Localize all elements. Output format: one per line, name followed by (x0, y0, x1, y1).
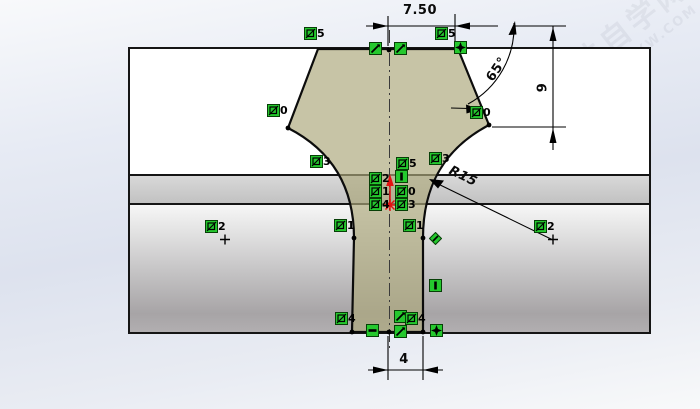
relation-dia-marker[interactable]: 4 (405, 312, 426, 325)
dimension-bottom-width-graphics[interactable] (368, 336, 443, 380)
relation-star-marker[interactable] (454, 41, 467, 54)
sketch-points[interactable] (285, 47, 492, 335)
relation-marker-label: 3 (408, 198, 416, 211)
relation-marker-label: 5 (409, 157, 417, 170)
relation-dia-marker[interactable]: 2 (369, 172, 390, 185)
relation-marker-label: 5 (448, 27, 456, 40)
relation-vbar-marker[interactable] (395, 170, 408, 183)
sketch-origin[interactable] (384, 174, 396, 211)
relation-dia-marker[interactable]: 0 (395, 185, 416, 198)
relation-dia-marker[interactable]: 1 (334, 219, 355, 232)
relation-marker-label: 3 (442, 152, 450, 165)
relation-pencil-marker[interactable] (369, 42, 382, 55)
relation-dia-marker[interactable]: 5 (435, 27, 456, 40)
relation-star-marker[interactable] (430, 324, 443, 337)
relation-hbar-marker[interactable] (366, 324, 379, 337)
relation-marker-label: 2 (547, 220, 555, 233)
relation-marker-label: 4 (418, 312, 426, 325)
relation-dia-marker[interactable]: 0 (267, 104, 288, 117)
relation-dia-marker[interactable]: 4 (369, 198, 390, 211)
dimension-top-width[interactable]: 7.50 (402, 3, 438, 18)
relation-marker-label: 5 (317, 27, 325, 40)
arc-center-points[interactable] (220, 234, 558, 245)
relation-marker-label: 1 (382, 185, 390, 198)
relation-dia-marker[interactable]: 1 (403, 219, 424, 232)
relation-dia-marker[interactable]: 3 (310, 155, 331, 168)
relation-dia-marker[interactable]: 3 (395, 198, 416, 211)
dimension-top-width-graphics[interactable] (366, 14, 498, 46)
relation-marker-label: 0 (408, 185, 416, 198)
relation-dia-marker[interactable]: 1 (369, 185, 390, 198)
relation-marker-label: 2 (218, 220, 226, 233)
dimension-bottom-width[interactable]: 4 (399, 352, 409, 367)
dimension-right-height-graphics[interactable] (492, 25, 566, 150)
dimension-right-height[interactable]: 9 (535, 82, 551, 93)
sketch-profile[interactable] (286, 47, 491, 334)
relation-pencil-marker[interactable] (394, 325, 407, 338)
relation-dia-marker[interactable]: 2 (205, 220, 226, 233)
relation-marker-label: 3 (323, 155, 331, 168)
relation-dia-marker[interactable]: 0 (470, 106, 491, 119)
relation-marker-label: 1 (347, 219, 355, 232)
relation-dia-marker[interactable]: 5 (304, 27, 325, 40)
relation-dia-marker[interactable]: 4 (335, 312, 356, 325)
relation-marker-label: 1 (416, 219, 424, 232)
relation-dia-marker[interactable]: 5 (396, 157, 417, 170)
dimension-radius-graphics[interactable] (429, 179, 554, 241)
relation-vbar-marker[interactable] (429, 279, 442, 292)
relation-marker-label: 4 (382, 198, 390, 211)
relation-dia-marker[interactable]: 3 (429, 152, 450, 165)
relation-pencil-marker[interactable] (394, 42, 407, 55)
relation-pencil-marker[interactable] (394, 310, 407, 323)
relation-dia-marker[interactable]: 2 (534, 220, 555, 233)
relation-marker-label: 0 (280, 104, 288, 117)
relation-marker-label: 2 (382, 172, 390, 185)
relation-marker-label: 4 (348, 312, 356, 325)
relation-diamond-marker[interactable] (429, 232, 442, 245)
relation-marker-label: 0 (483, 106, 491, 119)
